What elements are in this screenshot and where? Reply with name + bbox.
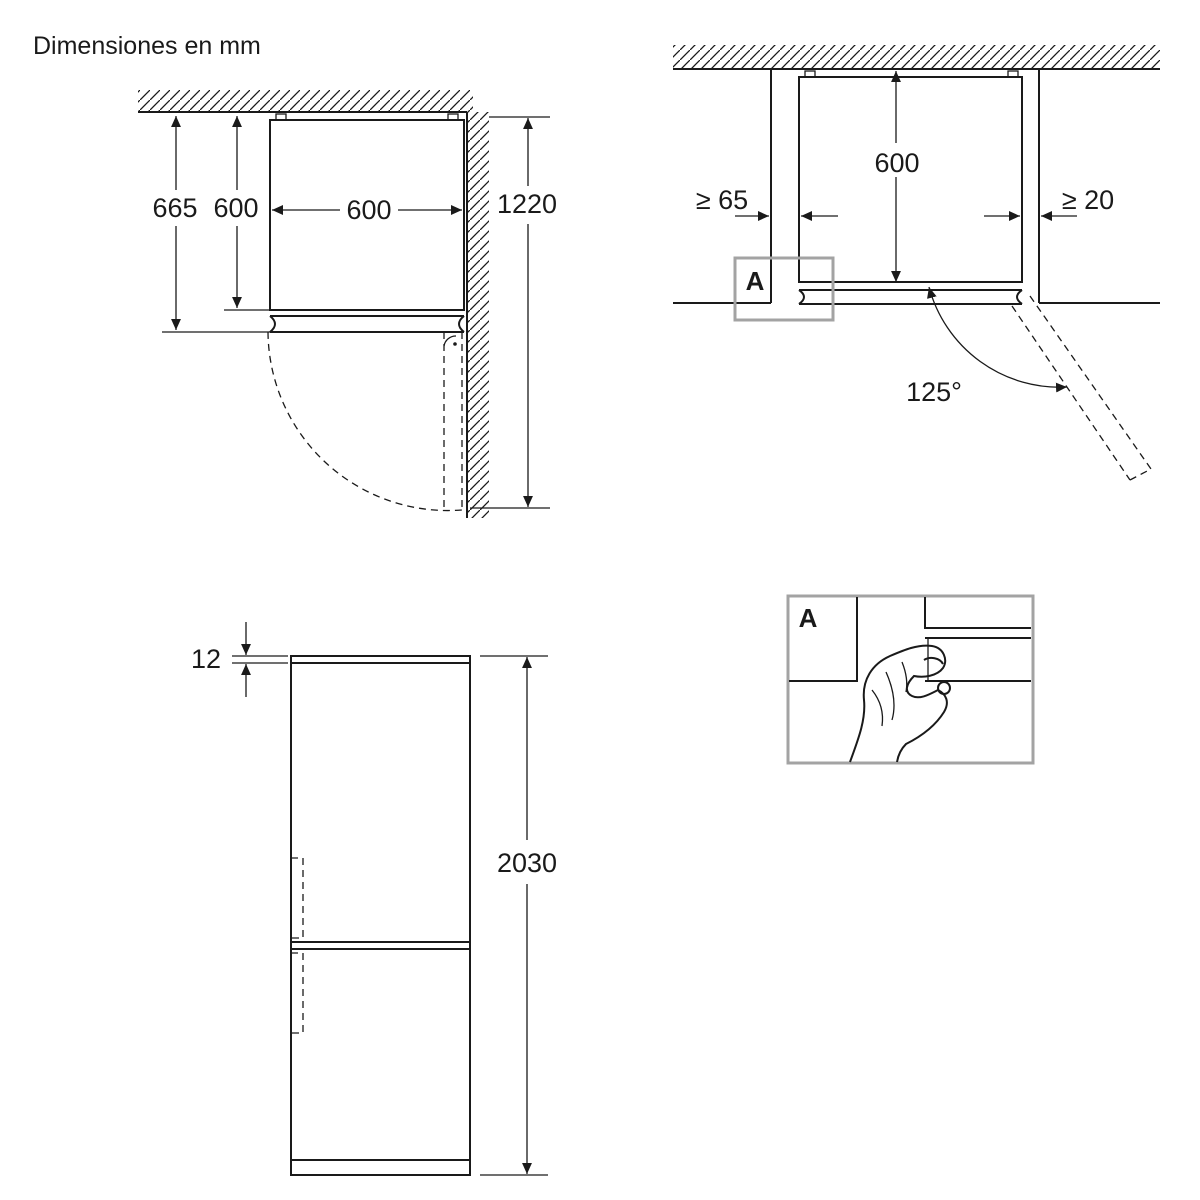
page-title: Dimensiones en mm bbox=[33, 32, 261, 60]
dim-door-angle: 125° bbox=[906, 377, 962, 407]
fridge-body bbox=[269, 113, 465, 333]
dim-depth-total: 665 bbox=[152, 193, 197, 223]
detail-marker-box bbox=[733, 256, 835, 322]
handle-lower bbox=[291, 952, 304, 1034]
detail-frame bbox=[786, 594, 1035, 765]
detail-label: A bbox=[799, 603, 818, 633]
handle-upper bbox=[291, 857, 304, 939]
top-view: 665 600 600 1220 bbox=[138, 90, 557, 518]
door-swing bbox=[267, 331, 463, 512]
ceiling-hatching bbox=[673, 45, 1160, 70]
dim-gap-right: ≥ 20 bbox=[1062, 185, 1114, 215]
detail-marker-label: A bbox=[746, 266, 765, 296]
front-view: 12 2030 bbox=[191, 622, 557, 1176]
fridge-front bbox=[290, 655, 471, 1176]
dim-plan-depth: 600 bbox=[874, 148, 919, 178]
detail-view: A bbox=[786, 594, 1035, 765]
dim-door-clearance: 1220 bbox=[497, 189, 557, 219]
dim-gap-left: ≥ 65 bbox=[696, 185, 748, 215]
dim-height: 2030 bbox=[497, 848, 557, 878]
plan-view: 600 ≥ 65 ≥ 20 A 125° bbox=[673, 45, 1160, 481]
dim-width: 600 bbox=[346, 195, 391, 225]
wall-hatching bbox=[138, 90, 489, 518]
dim-top-gap: 12 bbox=[191, 644, 221, 674]
hand-icon bbox=[849, 644, 951, 763]
dim-depth-body: 600 bbox=[213, 193, 258, 223]
open-door bbox=[1011, 295, 1152, 481]
